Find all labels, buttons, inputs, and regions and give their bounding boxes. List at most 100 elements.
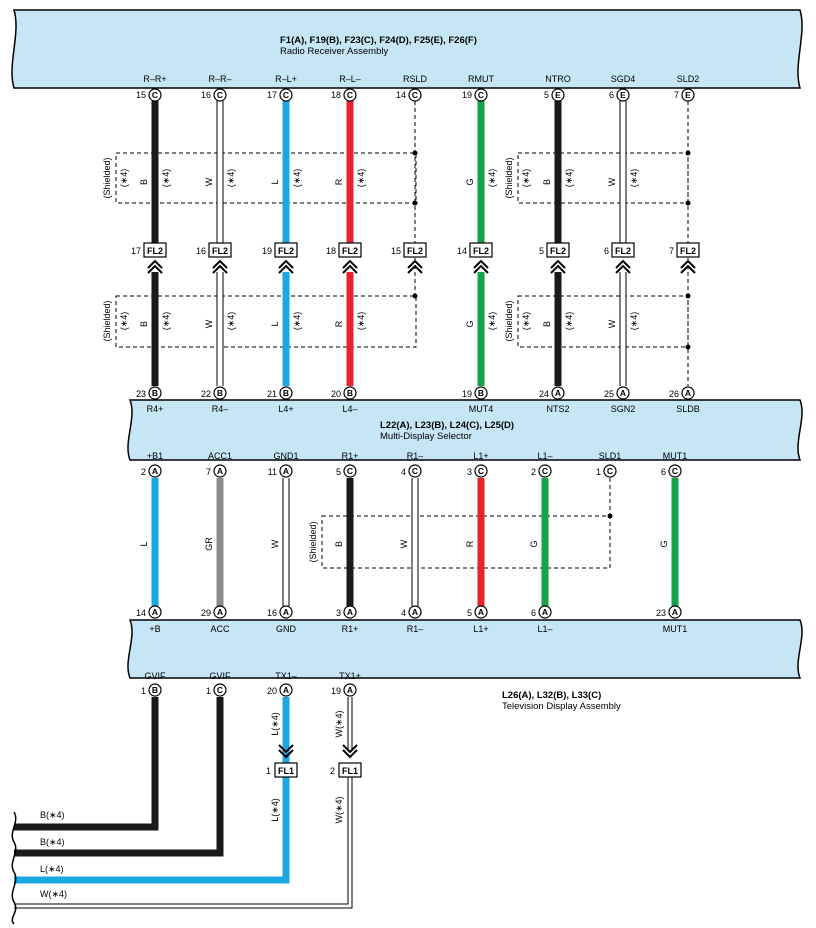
mds-top-pin-7-circle [681,386,695,400]
radio-pin-4-circle [408,88,422,102]
mds-bottom-pin-5-circle [474,464,488,478]
mds-bottom-name-8: MUT1 [663,451,688,461]
lower-wire-letter-2: L [270,321,280,326]
tv-bottom-pin-1-circle [213,683,227,697]
shield-label-lower-left: (Shielded) [102,300,112,341]
mds-bottom-pin-1-circle [213,464,227,478]
fl2-chevron-a-3 [342,259,358,269]
upper-wire-letter-6: B [542,179,552,185]
splice-dot-1 [412,200,418,206]
fl2-chevron-a-5 [473,259,489,269]
fl2-label-5: FL2 [473,246,489,256]
radio-pin-name-3: R–L– [339,74,361,84]
lower-wire-star-3: (∗4) [356,312,366,331]
shield-box-lower-left [115,295,417,348]
upper-wire-star-1: (∗4) [226,169,236,188]
tv-bottom-name-2: TX1– [275,671,297,681]
upper-wire-star-3: (∗4) [356,169,366,188]
fl1-pin-0: 1 [266,766,271,776]
fl2-pin-5: 14 [457,246,467,256]
mds-bottom-pin-4-circle [408,464,422,478]
output-label-1: B(∗4) [40,837,65,847]
mds-bottom-num-5: 3 [467,467,472,477]
tv-bottom-name-1: GVIF [209,671,231,681]
tv-bottom-num-2: 20 [267,686,277,696]
tv-top-name-2: GND [276,624,297,634]
upper-wire-letter-1: W [204,177,214,186]
mds-top-pin-0-letter: B [152,388,158,398]
upper-wire-letter-0: B [139,179,149,185]
upper-wire-letter-7: W [607,177,617,186]
mds-top-pin-0-circle [148,386,162,400]
mds-top-pin-2-circle [279,386,293,400]
mds-bottom-pin-7-letter: C [607,466,613,476]
tv-bottom-pin-3-circle [343,683,357,697]
fl2-chevron-b-6 [550,264,566,274]
lower-wire-star-6: (∗4) [564,312,574,331]
mds-bottom-num-6: 2 [531,467,536,477]
splice-dot-sld1 [607,513,613,519]
radio-pin-name-6: NTRO [545,74,571,84]
tv-bottom-name-3: TX1+ [339,671,361,681]
mds-top-name-6: SGN2 [611,404,636,414]
shield-box-upper-right [517,152,689,204]
tv-top-pin-3-letter: A [347,607,353,617]
fl2-pin-0: 17 [131,246,141,256]
tv-top-name-1: ACC [210,624,230,634]
mds-bottom-num-7: 1 [596,467,601,477]
tv-top-num-1: 29 [201,608,211,618]
radio-pin-7-circle [616,88,630,102]
tv-top-pin-2-circle [279,605,293,619]
splice-dot-0 [412,150,418,156]
mds-top-num-6: 25 [604,389,614,399]
shield-box-upper-left [115,152,417,204]
middle-wire-letter-2: W [270,539,280,548]
fl2-pin-6: 5 [539,246,544,256]
multi-display-name: Multi-Display Selector [380,431,472,442]
mds-top-pin-5-circle [551,386,565,400]
fl2-chevron-a-7 [615,259,631,269]
fl2-chevron-b-3 [342,264,358,274]
radio-pin-4-letter: C [412,90,418,100]
radio-pin-0-letter: C [152,90,158,100]
fl1-box-0 [274,762,298,778]
lower-wire-star-5: (∗4) [487,312,497,331]
fl1-chevron-b-0 [278,749,294,759]
output-wire-3-inner [14,777,352,908]
fl1-chevron-b-1 [342,749,358,759]
shield-label-middle: (Shielded) [308,521,318,562]
tv-bottom-pin-1-letter: C [217,685,223,695]
radio-pin-num-4: 14 [396,90,406,100]
radio-receiver-name: Radio Receiver Assembly [280,46,388,57]
mds-bottom-pin-3-letter: C [347,466,353,476]
mds-top-pin-6-letter: A [620,388,626,398]
tv-top-num-4: 4 [401,608,406,618]
fl2-chevron-a-2 [278,259,294,269]
fl2-chevron-b-0 [147,264,163,274]
lower-wire-star-7: (∗4) [629,312,639,331]
tv-bottom-num-0: 1 [141,686,146,696]
fl1-chevron-a-0 [278,744,294,754]
mds-top-num-1: 22 [201,389,211,399]
fl2-box-6 [546,242,570,258]
mds-bottom-pin-6-letter: C [542,466,548,476]
mds-bottom-name-2: GND1 [273,451,298,461]
lower-wire-letter-0: B [139,321,149,327]
fl2-chevron-b-2 [278,264,294,274]
tv-top-name-6: L1– [537,624,552,634]
tv-top-name-3: R1+ [342,624,359,634]
radio-receiver-connectors: F1(A), F19(B), F23(C), F24(D), F25(E), F… [280,35,477,46]
tx-wire-label-upper-0: L(∗4) [270,712,280,736]
mds-bottom-pin-6-circle [538,464,552,478]
mds-top-pin-7-letter: A [685,388,691,398]
fl2-pin-1: 16 [196,246,206,256]
radio-pin-num-0: 15 [136,90,146,100]
mds-bottom-pin-7-circle [603,464,617,478]
radio-pin-5-letter: C [478,90,484,100]
radio-pin-name-8: SLD2 [677,74,700,84]
mds-top-name-4: MUT4 [469,404,494,414]
shield-box-lower-right [517,295,689,348]
star-label-upper-right: (∗4) [521,169,531,188]
tv-bottom-pin-0-circle [148,683,162,697]
radio-pin-name-1: R–R– [208,74,231,84]
